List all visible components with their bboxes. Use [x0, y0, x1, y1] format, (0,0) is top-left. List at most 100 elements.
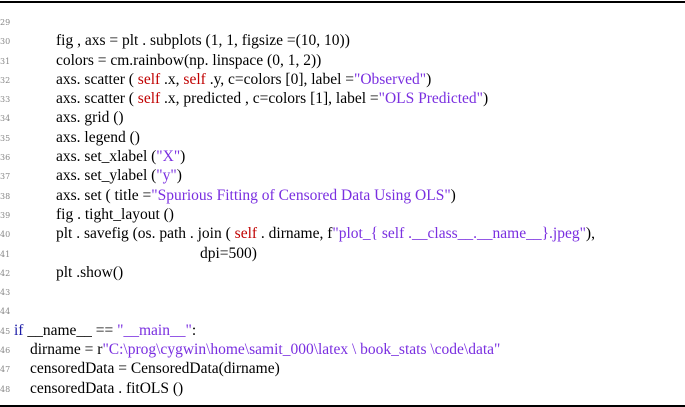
code-line: 43	[0, 282, 685, 301]
code-token: "OLS Predicted"	[378, 90, 484, 108]
code-token: self	[183, 70, 206, 88]
code-token: colors = cm.rainbow(np. linspace (0, 1, …	[56, 51, 322, 69]
code-token: axs. legend ()	[56, 128, 140, 146]
code-text: axs. set_xlabel ("X")	[56, 147, 185, 166]
code-token: axs. set ( title =	[56, 186, 152, 204]
code-token: fig . tight_layout ()	[56, 205, 174, 223]
code-token: .y, c=colors [0], label =	[205, 70, 354, 88]
line-number: 42	[0, 268, 11, 278]
code-text: dpi=500)	[200, 244, 257, 263]
code-line: 33 axs. scatter ( self .x, predicted , c=…	[0, 89, 685, 108]
code-text: censoredData = CensoredData(dirname)	[30, 359, 280, 378]
bottom-rule	[0, 405, 685, 407]
code-line: 37 axs. set_ylabel ("y")	[0, 166, 685, 185]
line-number: 40	[0, 230, 11, 240]
line-number: 29	[0, 18, 11, 27]
line-number: 37	[0, 172, 11, 182]
code-token: .x, predicted , c=colors [1], label =	[160, 90, 379, 108]
line-number: 46	[0, 346, 11, 356]
line-number: 36	[0, 153, 11, 163]
code-token: axs. set_xlabel (	[56, 148, 157, 166]
code-token: axs. scatter (	[56, 90, 138, 108]
line-number: 45	[0, 326, 11, 336]
code-token: )	[180, 148, 186, 166]
code-token: ),	[585, 225, 595, 243]
code-text: axs. scatter ( self .x, predicted , c=co…	[56, 89, 488, 108]
code-text: plt . savefig (os. path . join ( self . …	[56, 224, 595, 243]
code-token: if	[14, 321, 24, 339]
line-number: 43	[0, 288, 11, 298]
code-token: "__main__"	[117, 321, 192, 339]
code-text: if __name__ == "__main__":	[14, 321, 196, 340]
code-token: :	[191, 321, 197, 339]
line-number: 39	[0, 210, 11, 220]
code-token: dpi=500)	[200, 244, 257, 262]
code-text: censoredData . fitOLS ()	[30, 379, 183, 398]
code-line: 30 fig , axs = plt . subplots (1, 1, figs…	[0, 31, 685, 50]
code-token: .x,	[160, 70, 184, 88]
code-token: )	[483, 90, 489, 108]
line-number: 34	[0, 114, 11, 124]
code-line: 38 axs. set ( title ="Spurious Fitting of…	[0, 186, 685, 205]
code-line: 40 plt . savefig (os. path . join ( self …	[0, 224, 685, 243]
code-text: axs. grid ()	[56, 108, 124, 127]
code-text: axs. scatter ( self .x, self .y, c=color…	[56, 70, 431, 89]
code-line: 42 plt .show()	[0, 263, 685, 282]
code-token: )	[426, 70, 432, 88]
code-line: 46 dirname = r"C:\prog\cygwin\home\samit_…	[0, 340, 685, 359]
code-text: plt .show()	[56, 263, 123, 282]
code-line: 48 censoredData . fitOLS ()	[0, 379, 685, 398]
code-token: self	[137, 70, 161, 88]
code-token: fig , axs = plt . subplots (1, 1, figsiz…	[56, 32, 350, 50]
line-number: 44	[0, 307, 11, 317]
code-token: self	[137, 90, 161, 108]
code-text: dirname = r"C:\prog\cygwin\home\samit_00…	[30, 340, 500, 359]
line-number: 38	[0, 191, 11, 201]
top-rule	[0, 1, 685, 3]
code-token: "Spurious Fitting of Censored Data Using…	[151, 186, 451, 204]
code-line: 36 axs. set_xlabel ("X")	[0, 147, 685, 166]
code-line: 44	[0, 301, 685, 320]
code-listing: 29 30 fig , axs = plt . subplots (1, 1, fi…	[0, 12, 685, 398]
code-token: censoredData . fitOLS ()	[30, 379, 184, 397]
code-token: __name__ ==	[23, 321, 118, 339]
line-number: 31	[0, 56, 11, 66]
code-token: "y"	[156, 167, 177, 185]
code-text: axs. legend ()	[56, 128, 140, 147]
code-text: axs. set_ylabel ("y")	[56, 166, 182, 185]
code-line: 35 axs. legend ()	[0, 128, 685, 147]
code-line: 29	[0, 12, 685, 31]
code-text: axs. set ( title ="Spurious Fitting of C…	[56, 186, 456, 205]
code-token: axs. scatter (	[56, 70, 138, 88]
code-token: axs. grid ()	[56, 109, 124, 127]
code-text: colors = cm.rainbow(np. linspace (0, 1, …	[56, 51, 321, 70]
code-text: fig . tight_layout ()	[56, 205, 174, 224]
line-number: 48	[0, 384, 11, 394]
line-number: 41	[0, 249, 11, 259]
code-line: 39 fig . tight_layout ()	[0, 205, 685, 224]
code-token: plt .show()	[56, 263, 124, 281]
line-number: 33	[0, 95, 11, 105]
code-token: )	[176, 167, 182, 185]
code-token: plt . savefig (os. path . join (	[56, 225, 235, 243]
line-number: 32	[0, 75, 11, 85]
code-token: "C:\prog\cygwin\home\samit_000\latex \ b…	[102, 341, 501, 359]
code-line: 32 axs. scatter ( self .x, self .y, c=col…	[0, 70, 685, 89]
code-line: 34 axs. grid ()	[0, 108, 685, 127]
code-token: "plot_{ self .__class__.__name__}.jpeg"	[332, 225, 586, 243]
code-token: "X"	[156, 148, 181, 166]
code-token: . dirname, f	[257, 225, 333, 243]
code-token: self	[234, 225, 258, 243]
code-text: fig , axs = plt . subplots (1, 1, figsiz…	[56, 31, 350, 50]
line-number: 47	[0, 365, 11, 375]
code-token: "Observed"	[354, 70, 427, 88]
code-line: 47 censoredData = CensoredData(dirname)	[0, 359, 685, 378]
code-line: 41 dpi=500)	[0, 244, 685, 263]
code-token: dirname = r	[30, 341, 103, 359]
line-number: 35	[0, 133, 11, 143]
line-number: 30	[0, 37, 11, 47]
code-line: 31 colors = cm.rainbow(np. linspace (0, 1…	[0, 51, 685, 70]
code-token: axs. set_ylabel (	[56, 167, 157, 185]
code-token: censoredData = CensoredData(dirname)	[30, 360, 280, 378]
